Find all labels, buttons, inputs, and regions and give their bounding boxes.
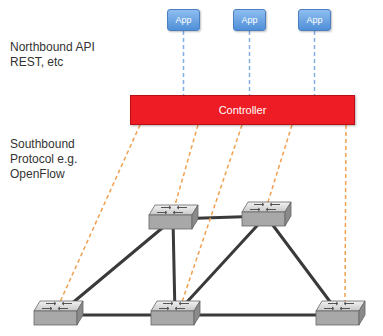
annotation-label: Southbound Protocol e.g. OpenFlow [10,137,94,182]
app-box: App [298,9,331,31]
node-text: App [175,15,191,26]
switch-icon [151,301,200,325]
node-text: App [306,15,322,26]
annotation-label: Northbound API REST, etc [10,40,106,70]
southbound-links [60,125,346,302]
switches [34,202,365,325]
node-text: App [241,15,257,26]
app-box: App [233,9,266,31]
switch-icon [34,301,83,325]
node-text: Controller [219,104,267,117]
northbound-connector [183,31,185,95]
app-box: App [167,9,200,31]
switch-icon [316,301,365,325]
northbound-connector [314,31,316,95]
controller-box: Controller [130,95,355,125]
northbound-connector [249,31,251,95]
switch-icon [242,202,291,226]
switch-icon [149,205,198,229]
switch-links [58,216,340,315]
